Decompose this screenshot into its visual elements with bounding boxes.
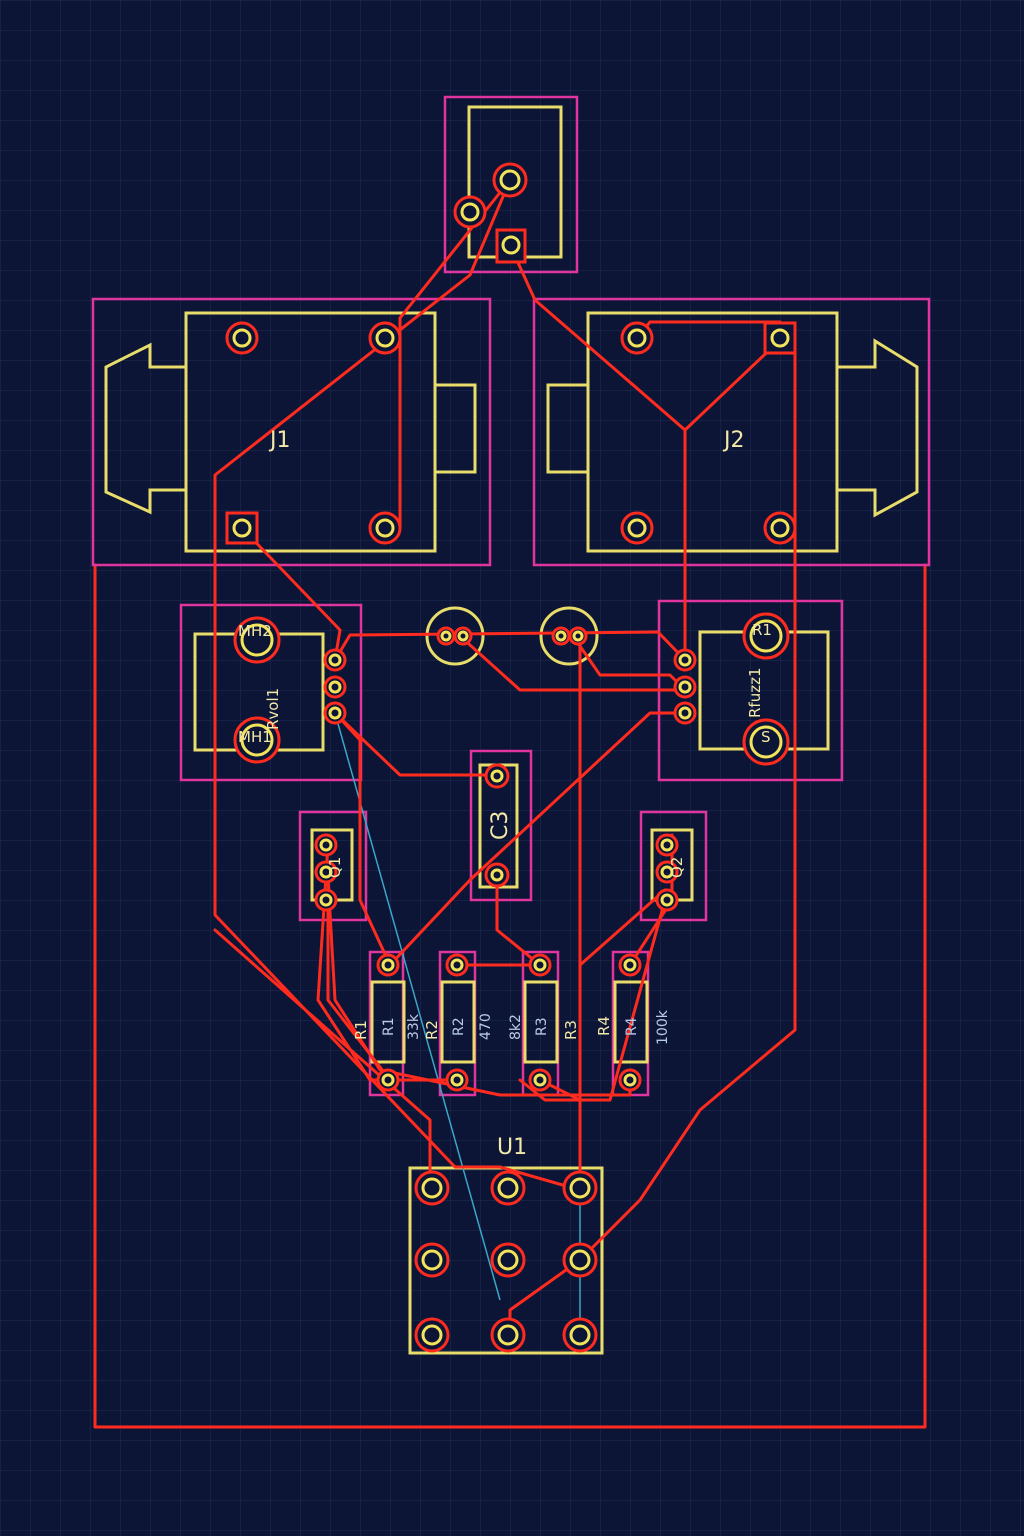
pot-pads (233, 612, 790, 766)
c3-pads (484, 763, 510, 888)
r3-body (523, 980, 559, 1064)
r4-body (613, 980, 649, 1064)
led-outline-right (539, 606, 599, 666)
j1-plug-outline (104, 342, 186, 515)
j1-label: J1 (268, 428, 291, 453)
r1-body-label: R1 (381, 1017, 397, 1036)
r1-value: 33k (406, 1013, 422, 1040)
r1-body (370, 980, 406, 1064)
j2-label: J2 (722, 428, 745, 453)
mh1-label: MH1 (238, 728, 272, 746)
r2-reference: R2 (423, 1020, 441, 1040)
r1-reference: R1 (352, 1020, 370, 1040)
reference-labels: J1 J2 MH2 MH1 Rvol1 R1 S Rfuzz1 C3 Q1 Q2… (238, 428, 772, 1160)
q1-label: Q1 (326, 857, 344, 878)
r3-value: 8k2 (508, 1014, 524, 1040)
pads-layer (225, 162, 797, 1353)
dc-jack-pads (453, 162, 528, 264)
j1-pads (225, 321, 402, 545)
q2-label: Q2 (668, 857, 686, 878)
r2-body-label: R2 (451, 1017, 467, 1036)
r2-body (440, 980, 476, 1064)
led-pads (436, 626, 588, 646)
j2-plug-outline (837, 338, 919, 518)
u1-label: U1 (497, 1135, 527, 1160)
r4-body-label: R4 (624, 1017, 640, 1036)
led-outline-left (425, 606, 485, 666)
rvol1-label: Rvol1 (264, 688, 282, 730)
r1-mark-label: R1 (752, 621, 772, 639)
mh2-label: MH2 (238, 622, 272, 640)
r3-body-label: R3 (534, 1017, 550, 1036)
r4-reference: R4 (595, 1016, 613, 1036)
board-outline (93, 563, 927, 1429)
r3-reference: R3 (562, 1020, 580, 1040)
j2-pads (620, 321, 797, 545)
r2-value: 470 (478, 1013, 494, 1040)
rfuzz1-label: Rfuzz1 (746, 667, 764, 718)
c3-label: C3 (488, 811, 513, 840)
transistor-pads (314, 833, 679, 912)
s-mark-label: S (761, 728, 771, 746)
resistor-pads (376, 953, 642, 1092)
r4-value: 100k (655, 1009, 671, 1045)
courtyard-layer (91, 95, 931, 1097)
u1-pads (414, 1170, 598, 1353)
